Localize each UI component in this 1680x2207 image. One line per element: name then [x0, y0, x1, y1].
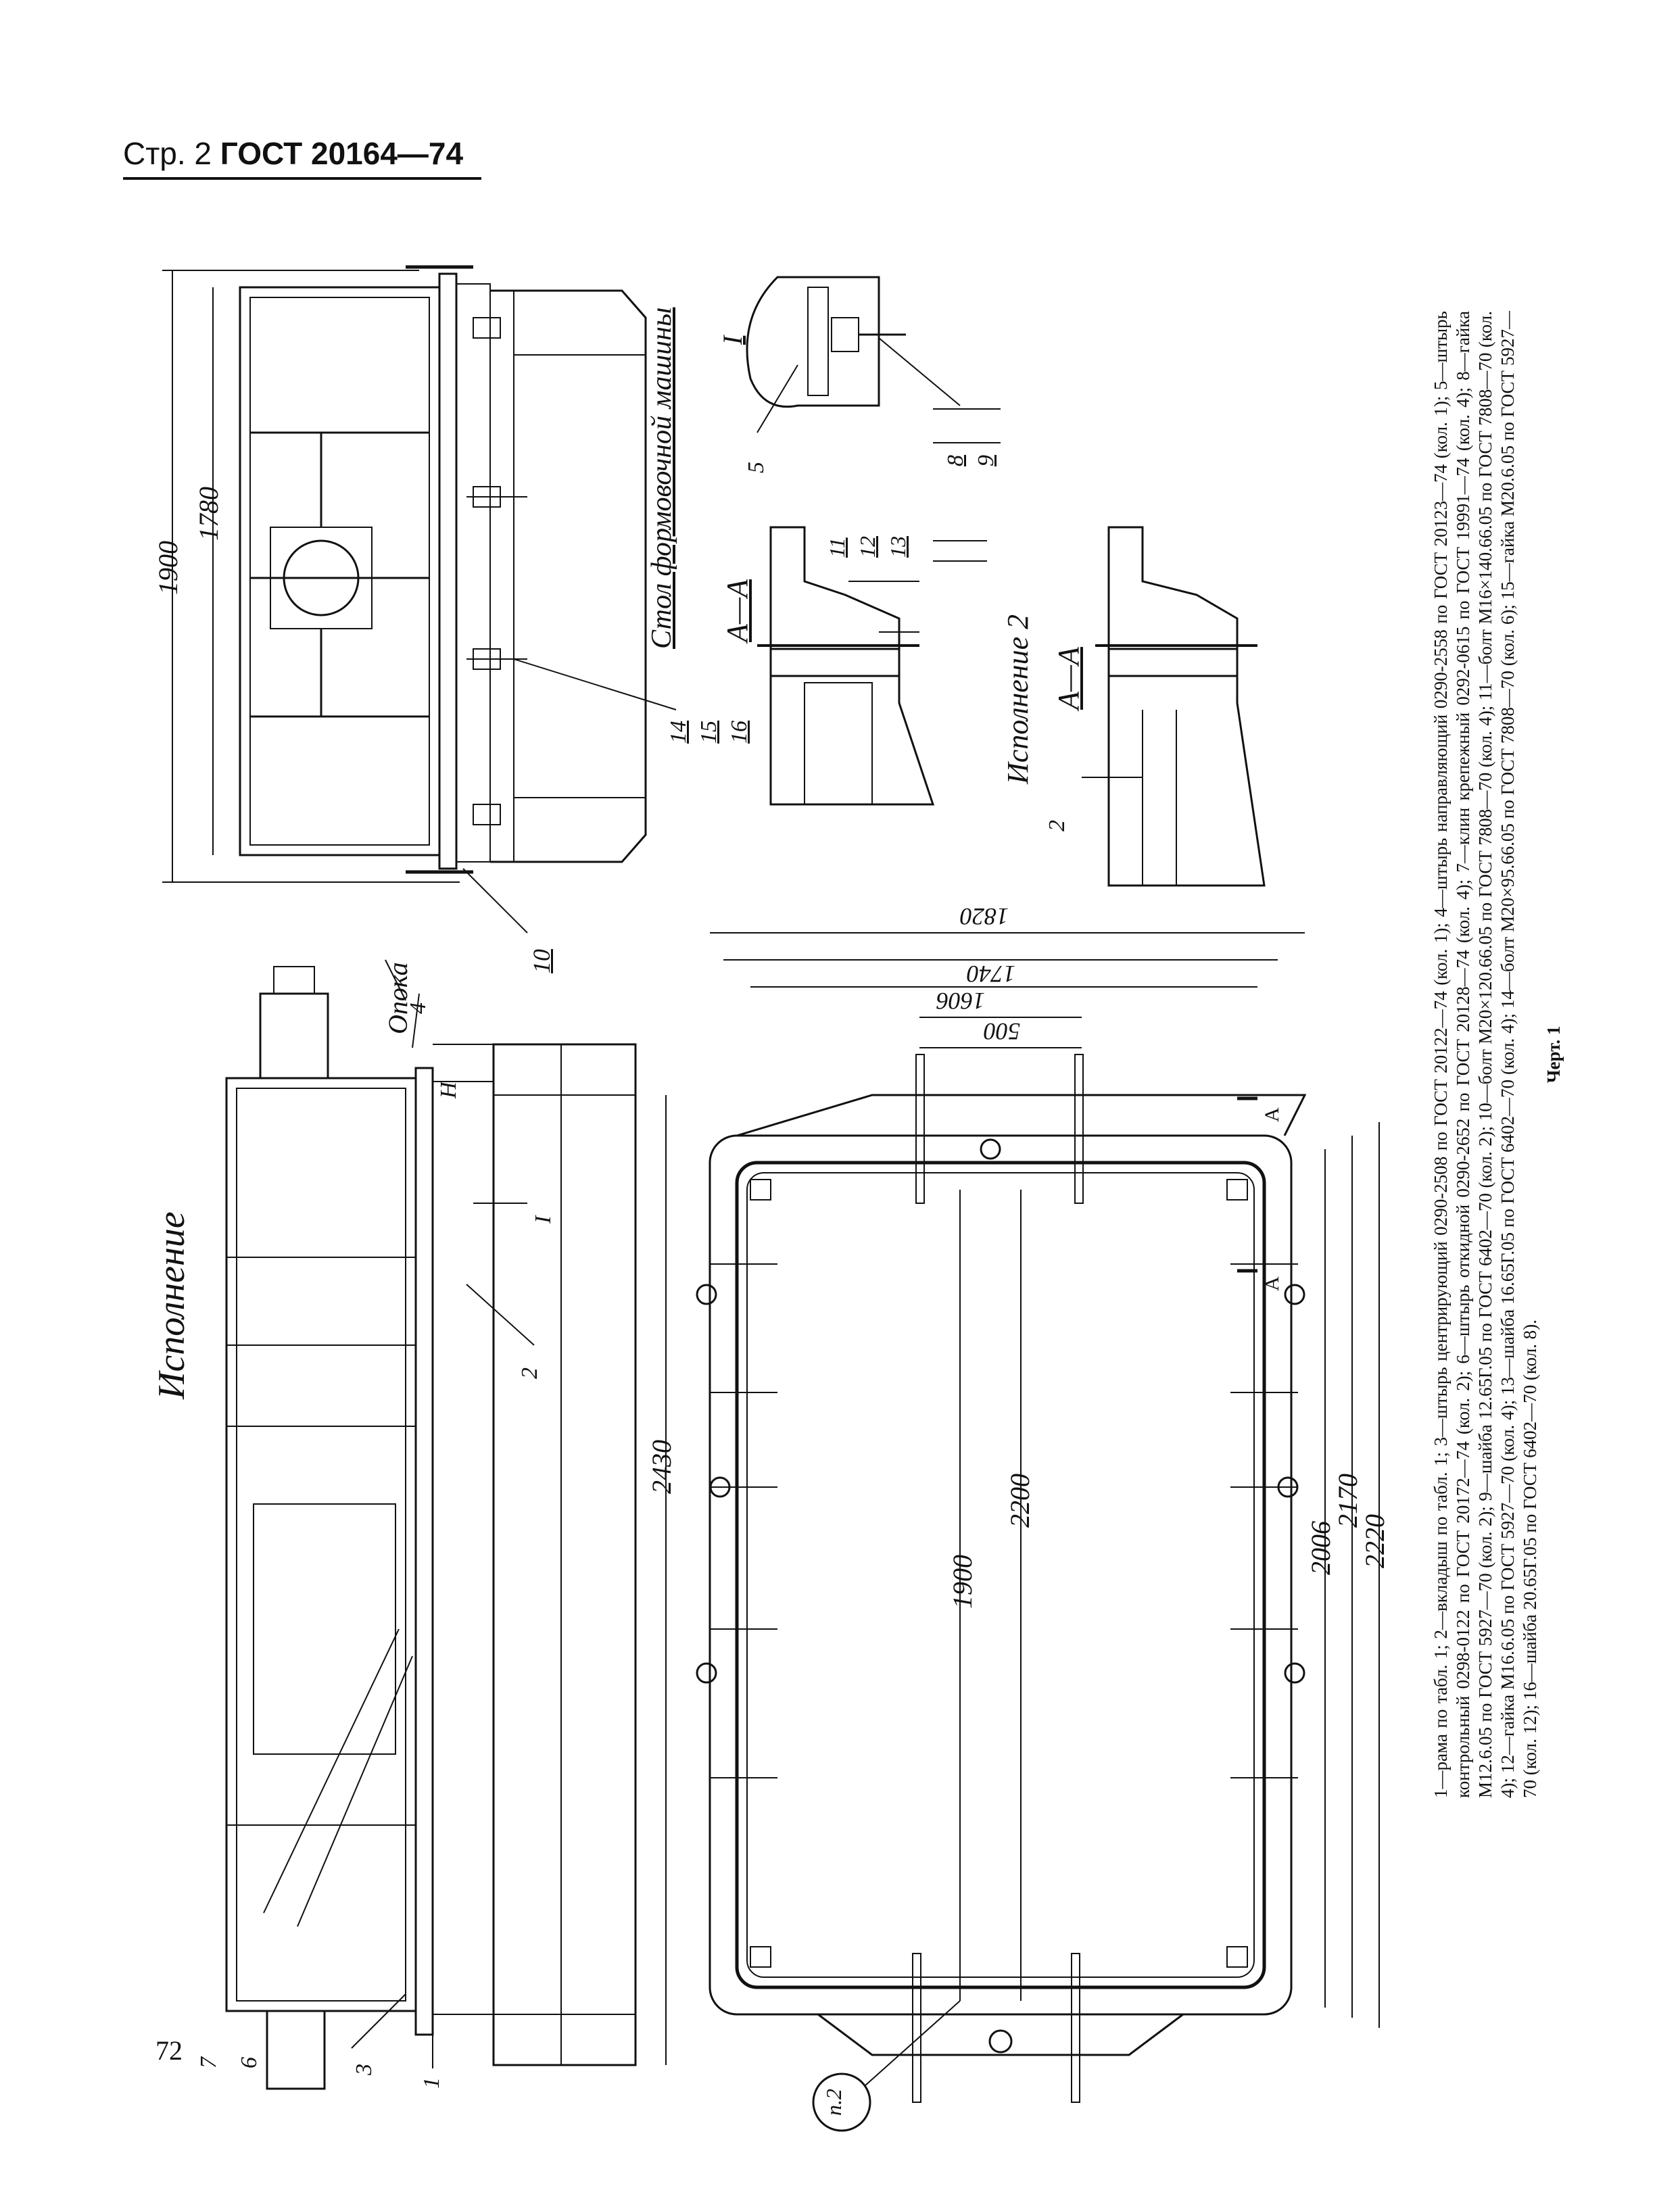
dim-2200: 2200 [1005, 1474, 1035, 1528]
dim-1780: 1780 [193, 487, 224, 541]
legend: 1—рама по табл. 1; 2—вкладыш по табл. 1;… [1430, 311, 1565, 1798]
callout-12: 12 [855, 536, 880, 558]
callout-15: 15 [696, 721, 721, 744]
dim-2006: 2006 [1305, 1521, 1336, 1575]
variant-title: Исполнение [151, 1211, 193, 1399]
header-rule [123, 177, 481, 180]
dim-1900-plan: 1900 [947, 1555, 978, 1609]
detail-I [746, 276, 1001, 443]
callout-8: 8 [943, 455, 968, 466]
side-view-bottom [225, 959, 667, 2090]
side-view-top [162, 265, 677, 933]
dim-500: 500 [984, 1018, 1020, 1045]
figure-caption: Черт. 1 [1543, 1025, 1564, 1084]
dim-1740: 1740 [967, 961, 1015, 988]
page-number: 72 [155, 2035, 183, 2066]
dim-1606: 1606 [936, 988, 985, 1015]
callout-14: 14 [666, 721, 691, 744]
dim-2220: 2220 [1360, 1514, 1390, 1568]
callout-11: 11 [825, 537, 849, 558]
page-ref: Стр. 2 [123, 136, 212, 171]
ref-label: п.2 [821, 2089, 846, 2116]
section-label-2: А—А [1052, 647, 1085, 710]
callout-10: 10 [528, 949, 555, 973]
callout-9: 9 [974, 455, 999, 466]
section-A-A [757, 526, 987, 806]
callout-13: 13 [886, 536, 910, 558]
dim-H: Н [436, 1082, 461, 1098]
callout-5: 5 [744, 462, 769, 473]
flask-label: Опока [383, 962, 413, 1034]
standard-number: ГОСТ 20164—74 [220, 136, 464, 171]
callout-2-variant: 2 [1045, 820, 1070, 831]
dim-2430: 2430 [646, 1440, 677, 1494]
section-mark-top: А [1261, 1107, 1283, 1122]
callout-2: 2 [517, 1367, 542, 1379]
callout-4: 4 [406, 1002, 431, 1014]
plan-view [696, 932, 1380, 2132]
callout-3: 3 [352, 2064, 377, 2075]
table-label: Стол формовочной машины [646, 307, 677, 649]
section-mark-bottom: А [1261, 1276, 1283, 1291]
callout-I-bottom: I [531, 1215, 556, 1223]
section-variant-2 [1082, 526, 1266, 887]
section-label: А—А [721, 579, 754, 642]
callout-1: 1 [419, 2077, 444, 2089]
detail-label: I [717, 335, 748, 345]
callout-7: 7 [196, 2057, 221, 2068]
legend-text: 1—рама по табл. 1; 2—вкладыш по табл. 1;… [1431, 311, 1540, 1798]
callout-6: 6 [237, 2057, 262, 2068]
dim-1900-side: 1900 [153, 541, 183, 595]
dim-1820: 1820 [960, 903, 1009, 930]
variant2-title: Исполнение 2 [1001, 614, 1034, 784]
page-header: Стр. 2 ГОСТ 20164—74 [123, 135, 463, 172]
callout-16: 16 [727, 721, 752, 744]
